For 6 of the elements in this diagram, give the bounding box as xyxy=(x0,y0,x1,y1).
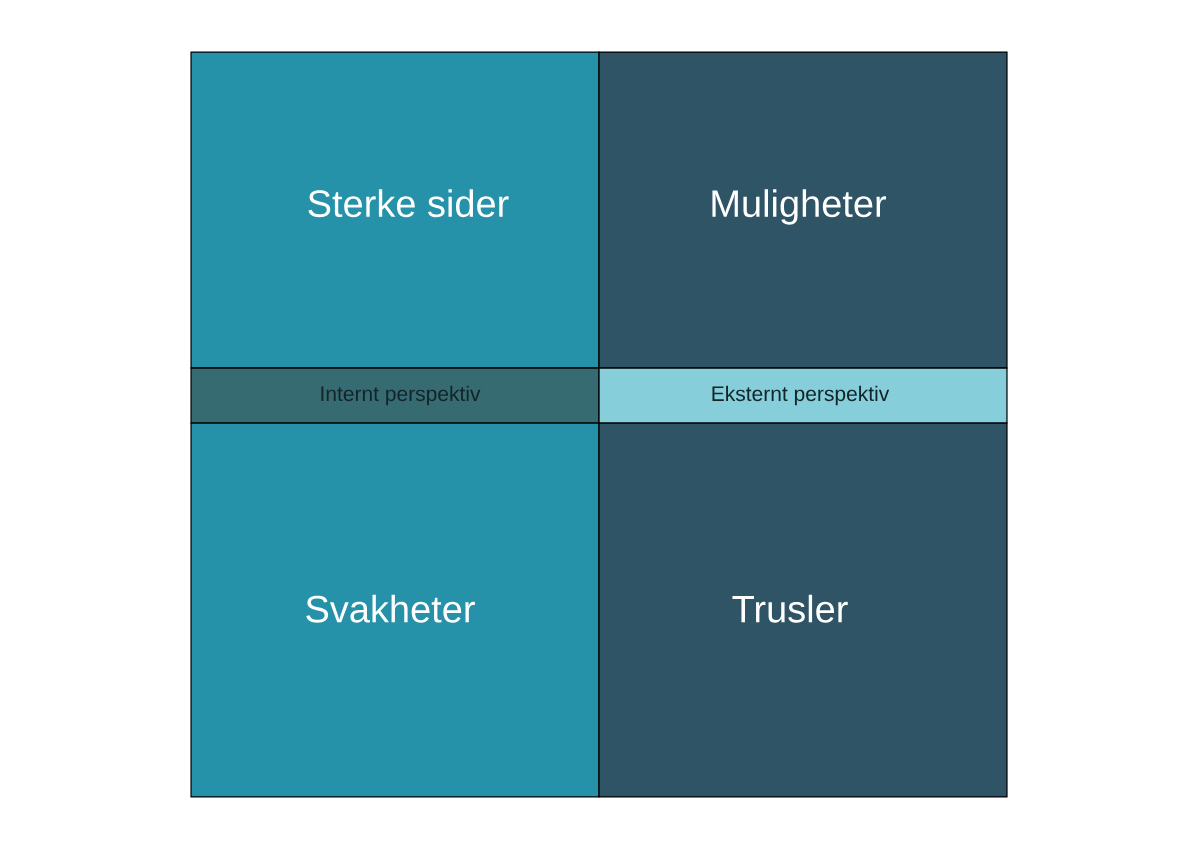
quadrant-box: Svakheter xyxy=(190,422,600,798)
quadrant-box: Muligheter xyxy=(598,51,1008,369)
quadrant-box: Trusler xyxy=(598,422,1008,798)
band-box: Internt perspektiv xyxy=(190,367,600,424)
quadrant-box: Sterke sider xyxy=(190,51,600,369)
band-box: Eksternt perspektiv xyxy=(598,367,1008,424)
